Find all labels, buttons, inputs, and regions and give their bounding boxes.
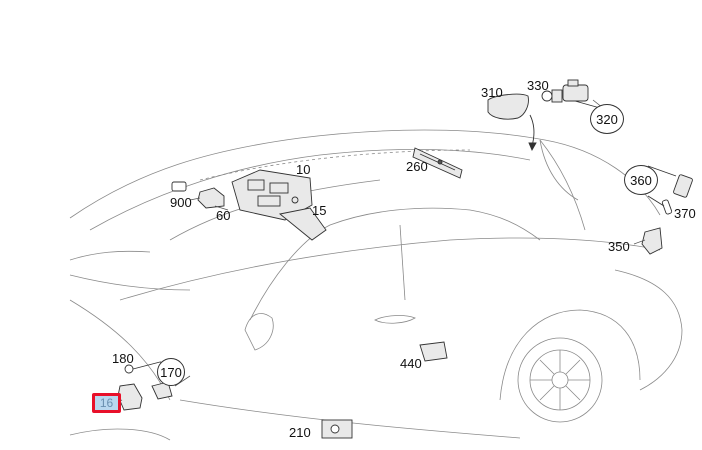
part-16-lamp xyxy=(117,383,143,411)
part-15-map-light xyxy=(278,207,327,241)
callout-310[interactable]: 310 xyxy=(481,85,503,100)
part-370-bulb xyxy=(661,199,673,215)
callout-350[interactable]: 350 xyxy=(608,239,630,254)
callout-330[interactable]: 330 xyxy=(527,78,549,93)
part-440-door-light xyxy=(419,341,448,362)
part-350-lamp xyxy=(641,227,663,255)
part-320-socket xyxy=(562,79,601,109)
part-210-camera xyxy=(321,419,353,439)
part-360-module xyxy=(673,174,693,198)
car-outline xyxy=(69,129,683,441)
part-310-lens xyxy=(487,93,529,120)
callout-15[interactable]: 15 xyxy=(312,203,327,218)
callout-260[interactable]: 260 xyxy=(406,159,428,174)
part-900-bulb xyxy=(171,181,187,192)
callout-440[interactable]: 440 xyxy=(400,356,422,371)
parts xyxy=(117,79,693,439)
part-330-bulb xyxy=(541,89,563,103)
leader-lines xyxy=(112,99,646,405)
callout-10[interactable]: 10 xyxy=(296,162,311,177)
callout-180[interactable]: 180 xyxy=(112,351,134,366)
callout-60[interactable]: 60 xyxy=(216,208,231,223)
part-60-socket xyxy=(197,187,225,209)
callout-16-highlighted[interactable]: 16 xyxy=(92,393,121,413)
callout-320[interactable]: 320 xyxy=(590,104,624,134)
part-180-bulb xyxy=(124,364,134,374)
callout-360[interactable]: 360 xyxy=(624,165,658,195)
part-260-light-bar xyxy=(412,147,463,179)
assembly-arrow xyxy=(529,114,535,147)
callout-900[interactable]: 900 xyxy=(170,195,192,210)
part-10-overhead-console xyxy=(231,169,313,221)
callout-370[interactable]: 370 xyxy=(674,206,696,221)
callout-170[interactable]: 170 xyxy=(157,358,185,386)
callout-210[interactable]: 210 xyxy=(289,425,311,440)
